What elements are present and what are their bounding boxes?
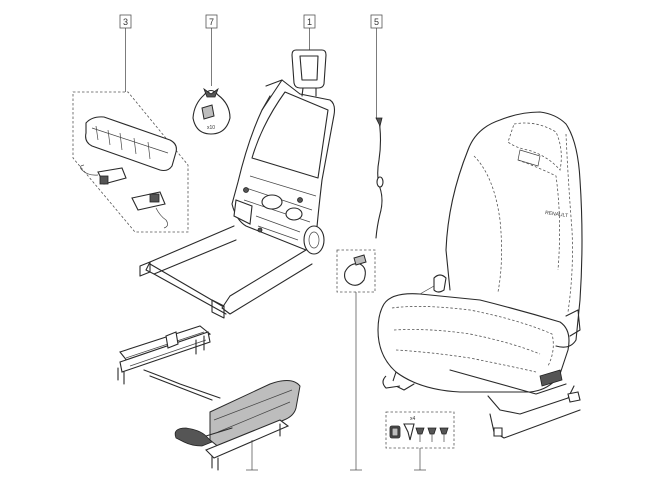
base-tube-left	[145, 225, 237, 275]
seat-logo: RENAULT	[545, 210, 569, 219]
callout-1-label: 1	[307, 17, 312, 27]
seat-lever	[539, 369, 563, 387]
callout-7[interactable]: 7	[205, 14, 218, 86]
seat-frame	[139, 49, 336, 319]
bag-tie	[203, 87, 219, 98]
release-cable	[375, 117, 384, 239]
knob-group	[336, 249, 376, 471]
knob	[344, 263, 366, 286]
seat-rail-assembly	[117, 325, 301, 471]
fastener-dashed-box	[385, 411, 455, 449]
callout-1[interactable]: 1	[303, 14, 316, 50]
bag-quantity: x10	[207, 125, 215, 131]
side-cover-kit	[72, 91, 189, 233]
frame-mechanism	[233, 175, 325, 255]
backrest-frame	[231, 79, 336, 251]
callout-5[interactable]: 5	[370, 14, 383, 118]
fastener-kit: x4	[385, 411, 455, 471]
seat-cushion	[377, 293, 570, 393]
complete-seat: RENAULT	[377, 111, 583, 439]
rail-side-cover	[209, 380, 301, 449]
callout-3[interactable]: 3	[119, 14, 132, 92]
base-tube-right	[221, 249, 313, 315]
fastener-bag: x10	[192, 87, 231, 135]
side-panel	[85, 116, 177, 172]
cable-line	[375, 119, 383, 239]
callout-7-label: 7	[209, 17, 214, 27]
headrest-loop	[291, 49, 327, 89]
callout-5-label: 5	[374, 17, 379, 27]
kit-dashed-outline	[72, 91, 189, 233]
fastener-quantity: x4	[410, 416, 416, 422]
fastener-items	[389, 423, 449, 442]
switch-right	[131, 191, 166, 211]
adjust-lever	[174, 427, 213, 447]
callout-3-label: 3	[123, 17, 128, 27]
